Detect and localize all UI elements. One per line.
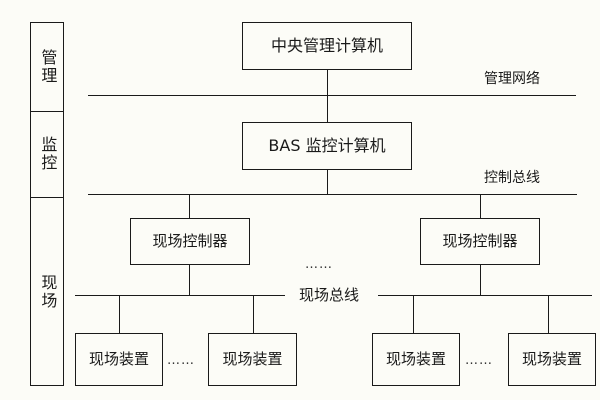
node-central-management-computer[interactable]: 中央管理计算机: [242, 22, 412, 70]
layer-cell-management: 管理: [31, 23, 63, 111]
label-field-bus: 现场总线: [292, 286, 367, 304]
node-field-controller-right[interactable]: 现场控制器: [420, 218, 540, 265]
label-text-control-bus: 控制总线: [484, 170, 540, 186]
connector-field-bus-to-device-4: [548, 295, 549, 333]
node-field-device-4[interactable]: 现场装置: [508, 333, 596, 386]
layer-label-monitoring: 监控: [38, 136, 58, 172]
connector-field-bus-to-device-1: [119, 295, 120, 333]
ellipsis-between-controllers: ……: [305, 258, 333, 271]
layer-column: 管理 监控 现场: [30, 22, 64, 386]
layer-cell-field: 现场: [31, 197, 63, 387]
field-bus-line-left: [75, 295, 285, 296]
layer-cell-monitoring: 监控: [31, 111, 63, 197]
control-bus-line: [88, 194, 577, 195]
connector-control-bus-to-controller-left: [189, 194, 190, 218]
node-label-field-device-2: 现场装置: [222, 350, 283, 368]
label-text-management-network: 管理网络: [484, 71, 540, 87]
node-field-controller-left[interactable]: 现场控制器: [130, 218, 250, 265]
node-label-field-device-4: 现场装置: [521, 350, 582, 368]
layer-label-field: 现场: [38, 274, 58, 310]
node-label-field-device-1: 现场装置: [88, 350, 149, 368]
connector-controller-left-to-field-bus: [189, 265, 190, 295]
node-field-device-1[interactable]: 现场装置: [75, 333, 163, 386]
ellipsis-between-devices-right: ……: [465, 354, 493, 367]
node-bas-monitoring-computer[interactable]: BAS 监控计算机: [242, 122, 412, 170]
node-label-field-controller-right: 现场控制器: [442, 232, 518, 250]
ellipsis-text-devices-left: ……: [167, 353, 195, 368]
layer-label-management: 管理: [38, 49, 58, 85]
node-field-device-2[interactable]: 现场装置: [208, 333, 297, 386]
connector-management-network-to-bas: [327, 95, 328, 122]
management-network-line: [88, 95, 576, 96]
label-control-bus: 控制总线: [484, 171, 540, 185]
label-management-network: 管理网络: [484, 72, 540, 86]
ellipsis-between-devices-left: ……: [167, 354, 195, 367]
connector-control-bus-to-controller-right: [480, 194, 481, 218]
connector-bas-to-control-bus: [327, 170, 328, 194]
node-field-device-3[interactable]: 现场装置: [372, 333, 460, 386]
connector-central-to-management-network: [327, 70, 328, 95]
node-label-bas-monitoring-computer: BAS 监控计算机: [268, 136, 386, 155]
connector-field-bus-to-device-2: [253, 295, 254, 333]
connector-field-bus-to-device-3: [413, 295, 414, 333]
connector-controller-right-to-field-bus: [480, 265, 481, 295]
layer-divider-1: [31, 111, 63, 112]
node-label-central-management-computer: 中央管理计算机: [270, 36, 383, 55]
node-label-field-device-3: 现场装置: [385, 350, 446, 368]
field-bus-line-right: [378, 295, 592, 296]
layer-divider-2: [31, 197, 63, 198]
ellipsis-text-controllers: ……: [305, 257, 333, 272]
label-text-field-bus: 现场总线: [299, 286, 360, 304]
ellipsis-text-devices-right: ……: [465, 353, 493, 368]
node-label-field-controller-left: 现场控制器: [152, 232, 228, 250]
